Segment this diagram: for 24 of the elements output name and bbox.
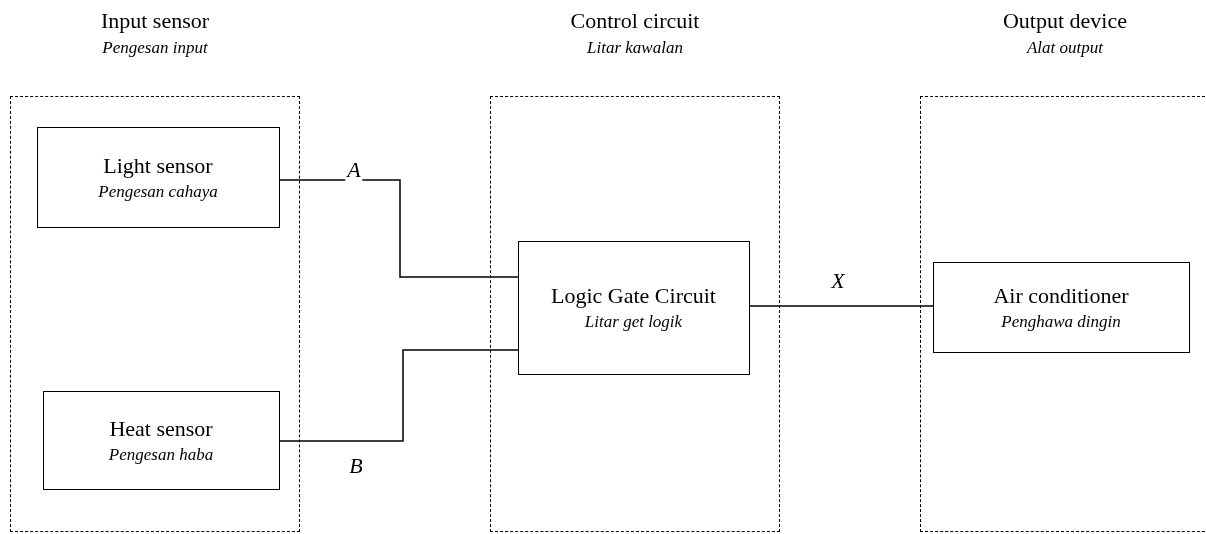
connector-line <box>279 179 519 278</box>
box-title: Air conditioner <box>992 281 1130 310</box>
group-heading: Control circuit <box>570 7 700 35</box>
dashed-region <box>10 96 300 532</box>
group-subheading: Litar kawalan <box>587 37 683 59</box>
box-subtitle: Pengesan haba <box>108 443 214 466</box>
dashed-region <box>920 96 1206 532</box>
box-subtitle: Pengesan cahaya <box>98 180 218 203</box>
box-subtitle: Penghawa dingin <box>1001 310 1121 333</box>
dashed-region <box>490 96 780 532</box>
box-title: Light sensor <box>102 151 214 180</box>
group-heading: Output device <box>1003 7 1127 35</box>
block-box <box>932 261 1190 353</box>
group-subheading: Alat output <box>1027 37 1103 59</box>
group-subheading: Pengesan input <box>102 37 208 59</box>
connector-line <box>279 349 519 442</box>
connector-line <box>749 305 934 307</box>
box-subtitle: Litar get logik <box>584 311 683 333</box>
box-title: Heat sensor <box>108 414 214 443</box>
block-box <box>42 390 280 490</box>
block-box <box>517 240 750 375</box>
box-title: Logic Gate Circuit <box>550 282 717 310</box>
group-heading: Input sensor <box>100 7 210 35</box>
block-box <box>36 126 280 228</box>
